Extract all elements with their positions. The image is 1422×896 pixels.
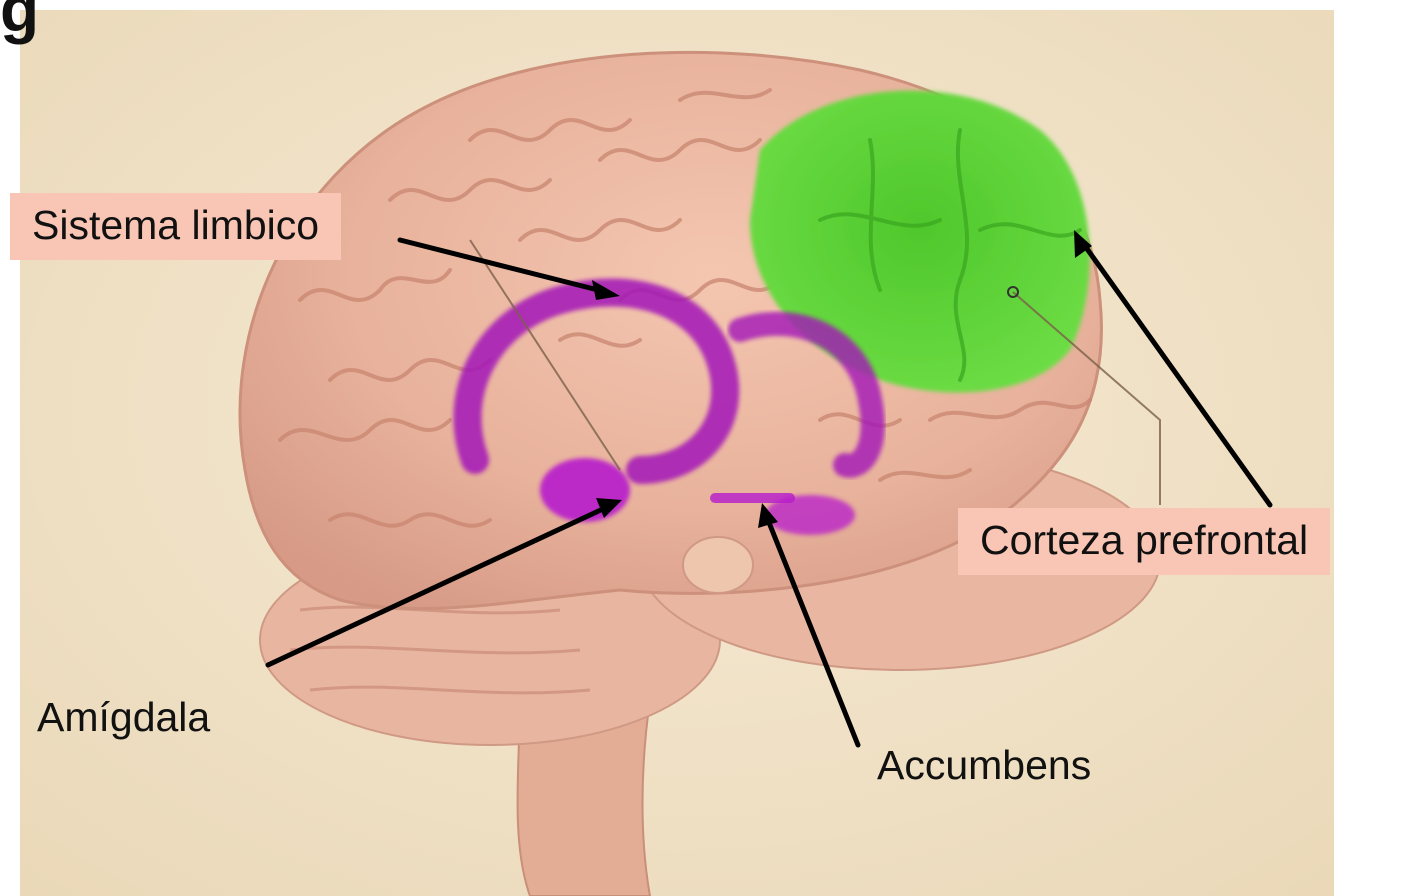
label-amygdala: Amígdala bbox=[37, 697, 210, 738]
top-fragment-text: g bbox=[0, 0, 39, 46]
amygdala-region bbox=[540, 458, 630, 522]
label-limbic-system: Sistema limbico bbox=[10, 193, 341, 260]
label-accumbens: Accumbens bbox=[877, 745, 1091, 786]
pons bbox=[683, 537, 753, 593]
label-prefrontal-cortex: Corteza prefrontal bbox=[958, 508, 1330, 575]
